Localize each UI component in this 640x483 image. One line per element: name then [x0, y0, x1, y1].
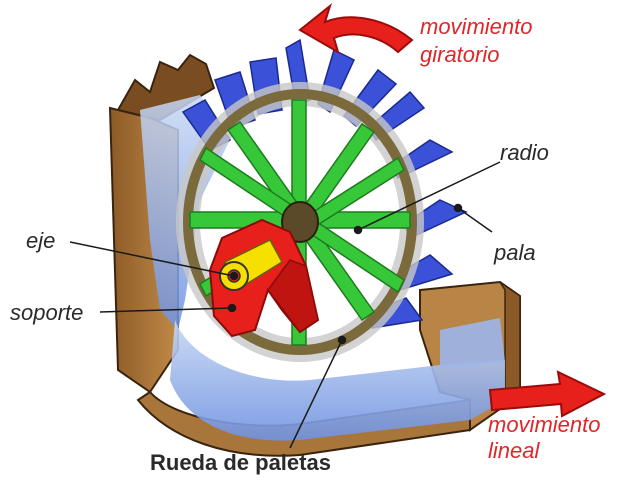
linear-arrow: [488, 370, 607, 418]
rotation-arrow: [298, 3, 414, 55]
label-soporte: soporte: [10, 300, 83, 325]
text-labels: movimiento giratorio radio pala eje sopo…: [10, 14, 600, 475]
label-movimiento-lineal-line1: movimiento: [488, 412, 600, 437]
red-support: [208, 218, 320, 338]
wheel-rim: [176, 82, 424, 362]
label-movimiento-lineal-line2: lineal: [488, 438, 540, 463]
label-radio: radio: [500, 140, 549, 165]
label-movimiento-giratorio-line1: movimiento: [420, 14, 532, 39]
diagram-title: Rueda de paletas: [150, 450, 331, 475]
label-pala: pala: [493, 240, 536, 265]
leader-lines: [69, 161, 501, 449]
label-eje: eje: [26, 228, 55, 253]
label-movimiento-giratorio-line2: giratorio: [420, 42, 499, 67]
